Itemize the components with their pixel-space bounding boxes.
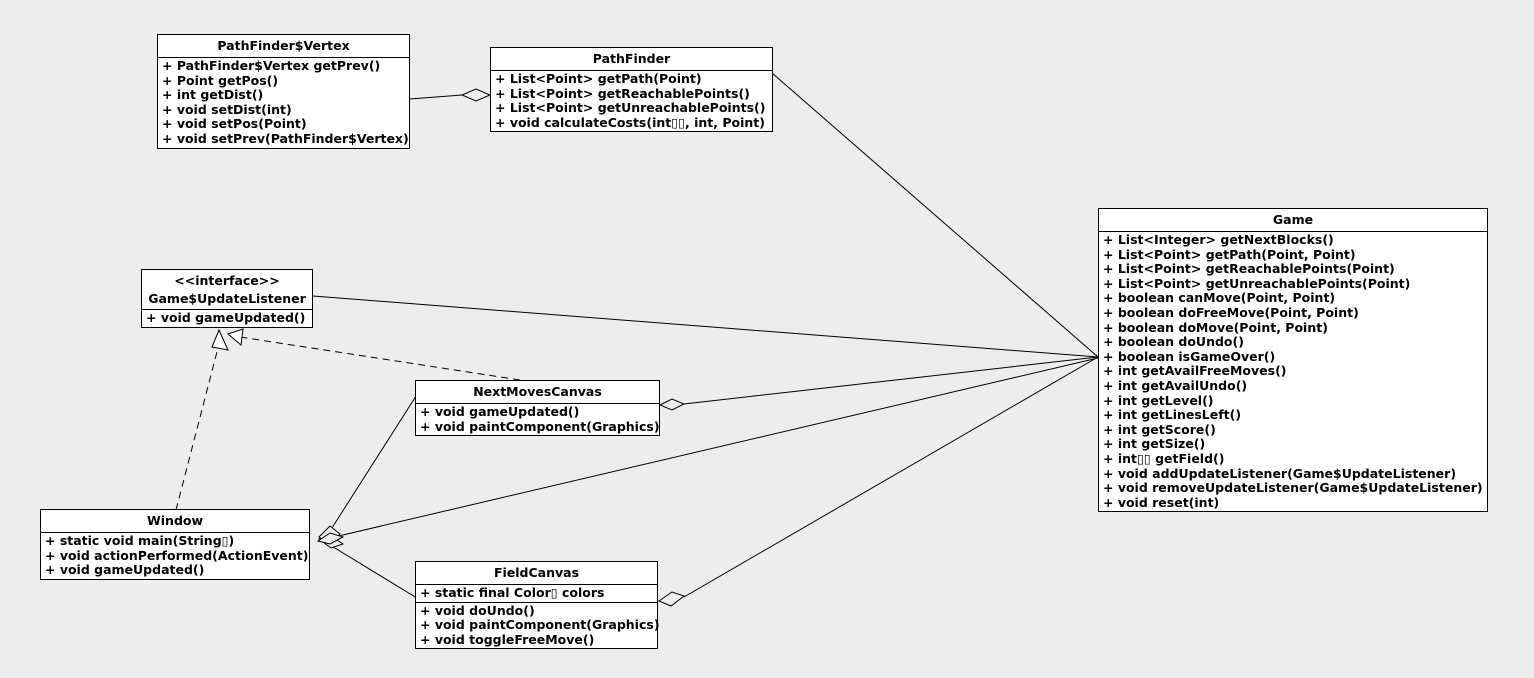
- compartment-methods-game: + List<Integer> getNextBlocks() + List<P…: [1099, 231, 1487, 511]
- aggregation-diamond-window-fieldcanvas: [317, 535, 345, 549]
- member: + int getAvailFreeMoves(): [1103, 363, 1287, 379]
- edge-listener-game: [312, 295, 1099, 358]
- member: + int getLinesLeft(): [1103, 407, 1242, 423]
- member: + void doUndo(): [420, 602, 535, 618]
- member: + void calculateCosts(int▯▯, int, Point): [495, 114, 765, 130]
- aggregation-diamond-window-game: [316, 532, 345, 545]
- class-title-next-moves-canvas: NextMovesCanvas: [473, 384, 602, 399]
- class-box-pathfinder[interactable]: PathFinder + List<Point> getPath(Point) …: [490, 47, 773, 133]
- member: + List<Point> getReachablePoints(): [495, 85, 750, 101]
- member: + void reset(int): [1103, 494, 1220, 510]
- aggregation-diamond-pathfinder: [460, 88, 492, 102]
- edge-nextmoves-game: [683, 356, 1099, 405]
- member: + void gameUpdated(): [146, 310, 306, 325]
- member: + boolean doMove(Point, Point): [1103, 319, 1328, 335]
- class-box-window[interactable]: Window + static void main(String▯) + voi…: [40, 509, 310, 580]
- member: + boolean canMove(Point, Point): [1103, 290, 1336, 306]
- edge-window-nextmoves: [329, 381, 426, 532]
- class-title-pathfinder: PathFinder: [592, 51, 671, 66]
- member: + List<Point> getUnreachablePoints(Point…: [1103, 275, 1411, 291]
- class-box-pathfinder-vertex[interactable]: PathFinder$Vertex + PathFinder$Vertex ge…: [157, 34, 410, 149]
- member: + void setDist(int): [162, 101, 292, 117]
- edge-fieldcanvas-game: [683, 356, 1099, 598]
- member: + int getDist(): [162, 87, 264, 103]
- member: + void paintComponent(Graphics): [420, 418, 660, 434]
- compartment-methods-pathfinder-vertex: + PathFinder$Vertex getPrev() + Point ge…: [158, 57, 409, 148]
- compartment-methods-pathfinder: + List<Point> getPath(Point) + List<Poin…: [491, 70, 772, 131]
- member: + List<Point> getPath(Point, Point): [1103, 246, 1356, 262]
- member: + void setPos(Point): [162, 116, 307, 132]
- aggregation-diamond-window-nextmoves: [318, 525, 341, 546]
- class-title-window: Window: [146, 513, 204, 528]
- member: + int getAvailUndo(): [1103, 377, 1248, 393]
- member: + int getSize(): [1103, 436, 1206, 452]
- member: + boolean isGameOver(): [1103, 348, 1276, 364]
- member: + void setPrev(PathFinder$Vertex): [162, 130, 409, 146]
- member: + void toggleFreeMove(): [420, 631, 595, 647]
- compartment-methods-field-canvas: + void doUndo() + void paintComponent(Gr…: [416, 601, 660, 649]
- class-box-game-update-listener[interactable]: <<interface>> Game$UpdateListener + void…: [141, 269, 313, 328]
- class-box-game[interactable]: Game + List<Integer> getNextBlocks() + L…: [1098, 208, 1488, 513]
- class-stereotype-game-update-listener: <<interface>>: [174, 273, 280, 288]
- class-title-pathfinder-vertex: PathFinder$Vertex: [217, 38, 350, 53]
- edge-window-realizes-listener: [175, 343, 220, 511]
- member: + void gameUpdated(): [420, 404, 580, 419]
- member: + List<Point> getPath(Point): [495, 71, 702, 86]
- member: + List<Integer> getNextBlocks(): [1103, 232, 1334, 247]
- class-box-next-moves-canvas[interactable]: NextMovesCanvas + void gameUpdated() + v…: [415, 380, 660, 437]
- member: + Point getPos(): [162, 72, 279, 88]
- member: + int getLevel(): [1103, 392, 1214, 408]
- member: + List<Point> getReachablePoints(Point): [1103, 261, 1395, 277]
- edge-window-fieldcanvas: [329, 544, 426, 604]
- class-title-field-canvas: FieldCanvas: [493, 565, 580, 580]
- edge-pathfinder-vertex: [409, 94, 463, 100]
- member: + void paintComponent(Graphics): [420, 617, 660, 633]
- realization-triangle-nextmoves: [226, 328, 244, 346]
- member: + void actionPerformed(ActionEvent): [45, 547, 309, 563]
- member: + int▯▯ getField(): [1103, 450, 1225, 466]
- class-title-game: Game: [1272, 212, 1314, 227]
- member: + void gameUpdated(): [45, 562, 205, 578]
- member: + boolean doUndo(): [1103, 334, 1244, 350]
- member: + void removeUpdateListener(Game$UpdateL…: [1103, 480, 1483, 496]
- class-box-field-canvas[interactable]: FieldCanvas + static final Color▯ colors…: [415, 561, 660, 650]
- class-title-game-update-listener: Game$UpdateListener: [148, 291, 306, 306]
- realization-triangle-window: [211, 328, 229, 351]
- member: + List<Point> getUnreachablePoints(): [495, 100, 766, 116]
- compartment-methods-next-moves-canvas: + void gameUpdated() + void paintCompone…: [416, 403, 660, 435]
- member: + boolean doFreeMove(Point, Point): [1103, 304, 1359, 320]
- edge-nextmoves-realizes-listener: [239, 336, 521, 381]
- member: + PathFinder$Vertex getPrev(): [162, 58, 381, 73]
- member: + void addUpdateListener(Game$UpdateList…: [1103, 465, 1457, 481]
- member: + int getScore(): [1103, 421, 1216, 437]
- attribute: + static final Color▯ colors: [420, 585, 605, 600]
- edge-pathfinder-game: [771, 72, 1099, 358]
- compartment-attributes-field-canvas: + static final Color▯ colors: [416, 584, 657, 602]
- member: + static void main(String▯): [45, 533, 235, 548]
- compartment-methods-window: + static void main(String▯) + void actio…: [41, 532, 309, 579]
- compartment-methods-game-update-listener: + void gameUpdated(): [142, 309, 312, 327]
- aggregation-diamond-fieldcanvas-game: [657, 591, 686, 607]
- aggregation-diamond-nextmoves-game: [658, 398, 686, 411]
